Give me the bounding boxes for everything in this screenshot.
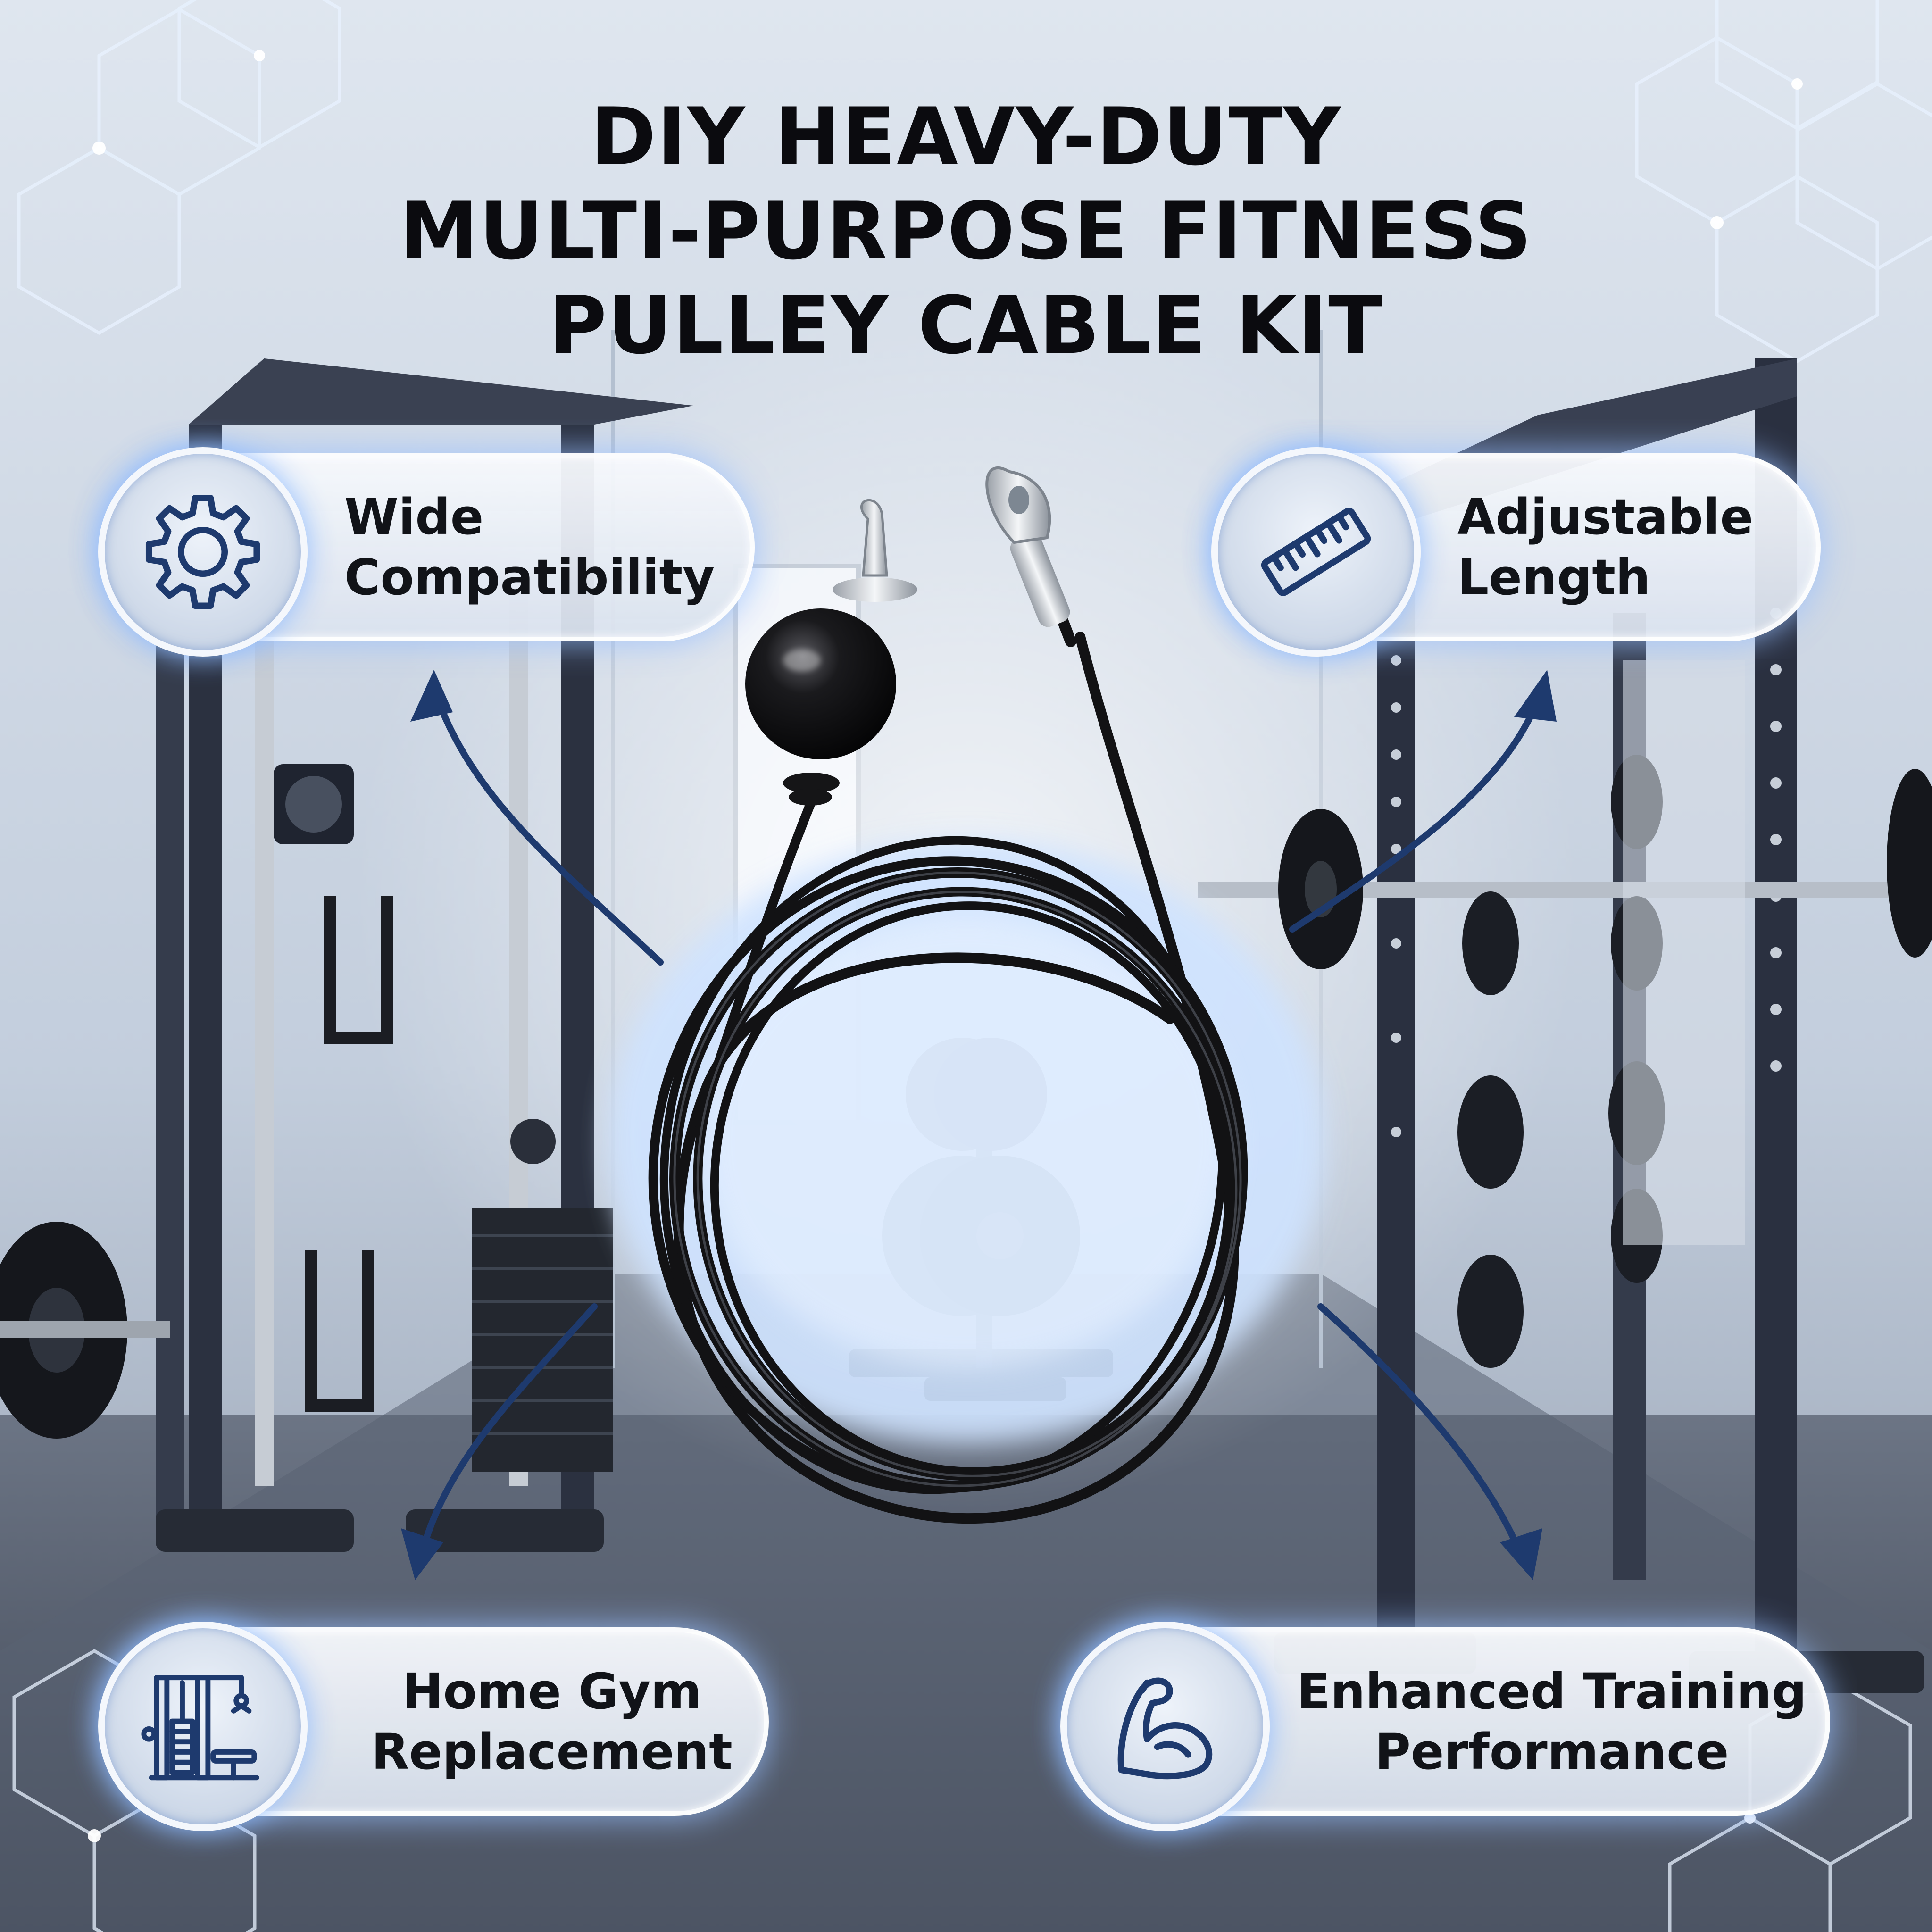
feature-card-home-gym-replacement: Home Gym Replacement: [98, 1622, 769, 1831]
gear-icon: [145, 494, 260, 609]
feature-card-adjustable-length: Adjustable Length: [1211, 447, 1821, 657]
feature-label-line-1: Enhanced Training: [1297, 1663, 1807, 1720]
feature-label-line-1: Wide: [344, 488, 484, 546]
title-line-1: DIY HEAVY-DUTY: [590, 91, 1342, 183]
page-title: DIY HEAVY-DUTY MULTI-PURPOSE FITNESS PUL…: [0, 90, 1932, 373]
ruler-icon: [1261, 508, 1371, 596]
feature-badge: [1060, 1622, 1270, 1831]
feature-label: Wide Compatibility: [344, 458, 715, 637]
title-line-2: MULTI-PURPOSE FITNESS: [399, 185, 1533, 277]
feature-label: Home Gym Replacement: [344, 1632, 759, 1811]
feature-label-line-2: Performance: [1374, 1723, 1729, 1781]
feature-arrows: [416, 685, 1546, 1565]
gym-machine-icon: [141, 1675, 259, 1781]
feature-card-enhanced-training-performance: Enhanced Training Performance: [1060, 1622, 1830, 1831]
feature-label-line-2: Replacement: [371, 1723, 733, 1781]
feature-card-wide-compatibility: Wide Compatibility: [98, 447, 755, 657]
feature-label-line-2: Compatibility: [344, 549, 715, 606]
feature-badge: [1211, 447, 1421, 657]
feature-label-line-1: Home Gym: [402, 1663, 702, 1720]
feature-label: Enhanced Training Performance: [1288, 1632, 1816, 1811]
feature-label-line-1: Adjustable: [1457, 488, 1754, 546]
feature-label: Adjustable Length: [1457, 458, 1753, 637]
cable-eyelet-end: [985, 466, 1076, 647]
feature-badge: [98, 447, 308, 657]
ball-stopper-end: [745, 499, 917, 806]
title-line-3: PULLEY CABLE KIT: [549, 279, 1383, 372]
feature-label-line-2: Length: [1457, 549, 1651, 606]
flexed-arm-icon: [1117, 1677, 1213, 1780]
feature-badge: [98, 1622, 308, 1831]
